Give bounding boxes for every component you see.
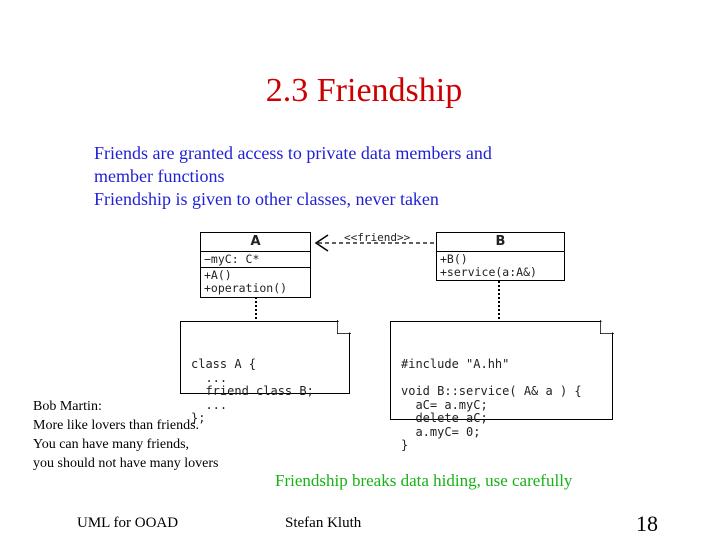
page-number: 18: [636, 511, 658, 536]
class-a-attributes: −myC: C*: [201, 252, 310, 268]
class-b-operations: +B() +service(a:A&): [437, 252, 564, 280]
slide-title: 2.3 Friendship: [265, 72, 463, 109]
quote-line: you should not have many lovers: [33, 456, 219, 471]
quote-line: Bob Martin:: [33, 399, 102, 414]
class-a-box: A −myC: C* +A() +operation(): [200, 232, 311, 298]
class-b-operation: +service(a:A&): [440, 265, 537, 279]
note-class-b-code: #include "A.hh" void B::service( A& a ) …: [401, 357, 582, 452]
class-a-operations: +A() +operation(): [201, 268, 310, 296]
quote-line: More like lovers than friends.: [33, 418, 200, 433]
friend-arrowhead: [314, 234, 329, 252]
class-a-operation: +operation(): [204, 281, 288, 295]
class-a-operation: +A(): [204, 268, 232, 282]
bullet-line-2: member functions: [94, 166, 225, 186]
bob-martin-quote: Bob Martin: More like lovers than friend…: [33, 397, 218, 473]
footer-left: UML for OOAD: [77, 515, 179, 531]
class-a-name: A: [201, 233, 310, 252]
class-b-name: B: [437, 233, 564, 252]
class-a-attribute: −myC: C*: [204, 252, 260, 266]
note-class-a: class A { ... friend class B; ... };: [180, 320, 351, 425]
warning-text: Friendship breaks data hiding, use caref…: [275, 471, 573, 490]
note-class-b: #include "A.hh" void B::service( A& a ) …: [390, 320, 614, 452]
class-b-operation: +B(): [440, 252, 468, 266]
friend-stereotype-label: <<friend>>: [344, 231, 411, 244]
note-fold-icon: [337, 320, 351, 334]
footer-center: Stefan Kluth: [285, 515, 362, 531]
bullet-line-1: Friends are granted access to private da…: [94, 143, 492, 163]
class-b-box: B +B() +service(a:A&): [436, 232, 565, 281]
bullet-line-3: Friendship is given to other classes, ne…: [94, 189, 439, 209]
note-class-a-code: class A { ... friend class B; ... };: [191, 357, 314, 425]
quote-line: You can have many friends,: [33, 437, 190, 452]
bullet-text: Friends are granted access to private da…: [94, 142, 654, 211]
note-fold-icon: [600, 320, 614, 334]
